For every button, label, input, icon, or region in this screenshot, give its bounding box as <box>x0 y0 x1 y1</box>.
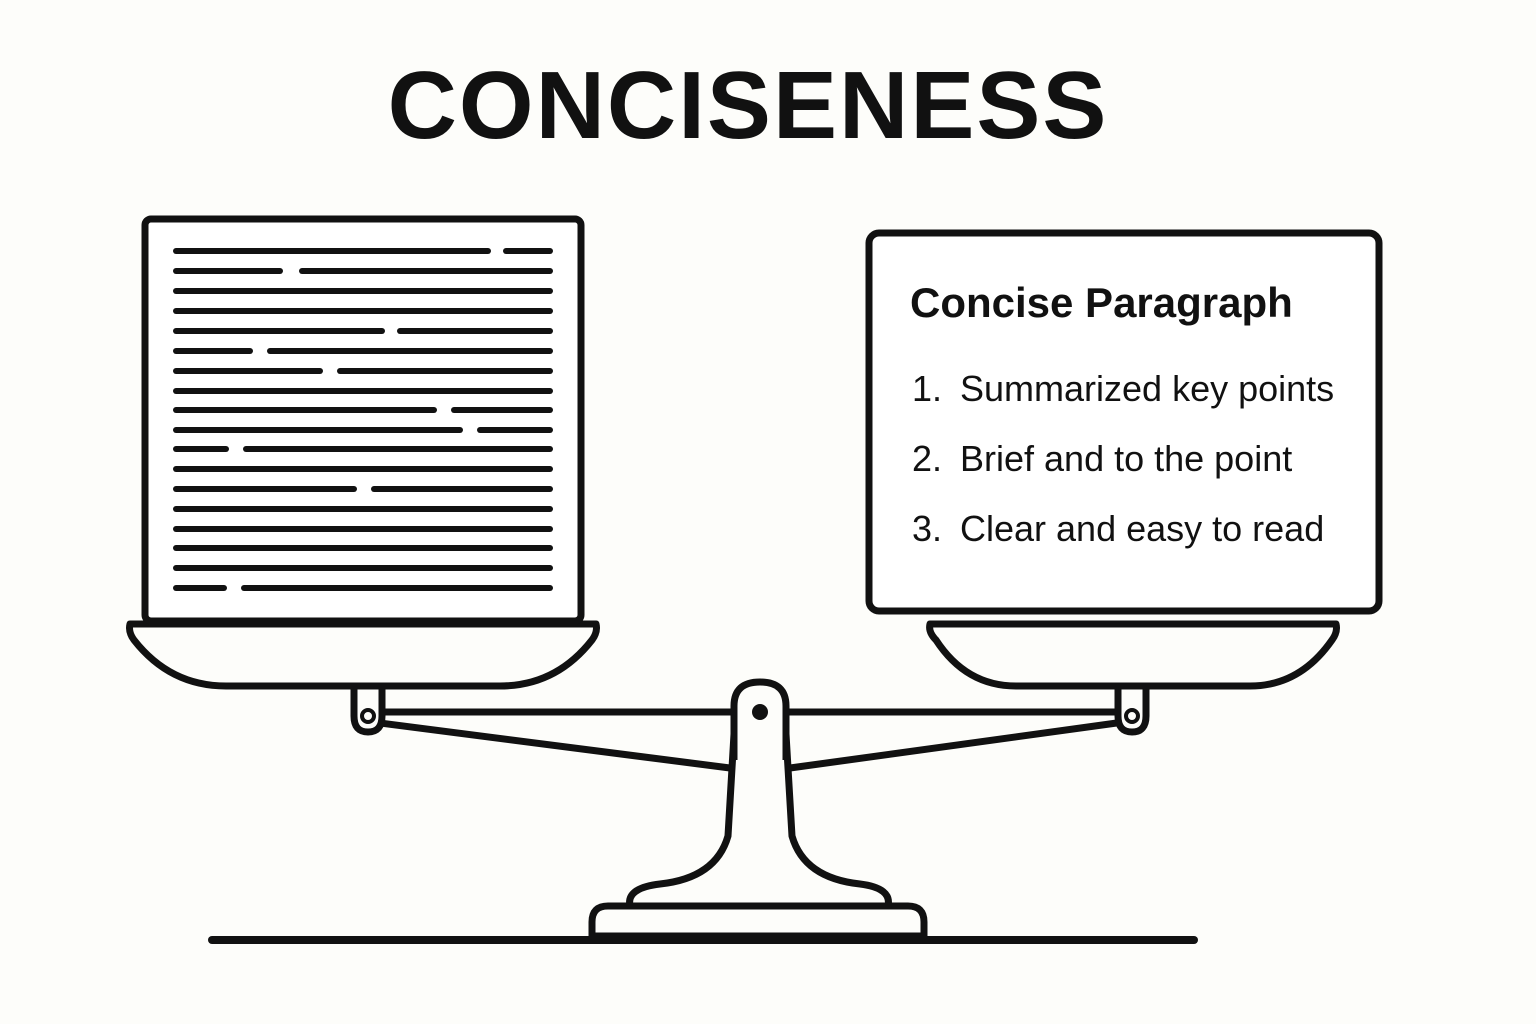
concise-points-list: 1. Summarized key points 2. Brief and to… <box>912 368 1376 578</box>
list-item-text: Summarized key points <box>960 368 1335 409</box>
text-lines-icon <box>141 215 585 625</box>
list-item-text: Brief and to the point <box>960 438 1293 479</box>
left-hanger-pin <box>360 708 376 724</box>
list-item: 2. Brief and to the point <box>912 438 1376 508</box>
list-item: 3. Clear and easy to read <box>912 508 1376 578</box>
pivot-pin <box>752 704 768 720</box>
list-item: 1. Summarized key points <box>912 368 1376 438</box>
scale-base <box>588 902 928 940</box>
list-item-number: 1. <box>912 368 943 409</box>
left-pan <box>126 620 600 690</box>
card-heading: Concise Paragraph <box>910 279 1293 326</box>
right-hanger-pin <box>1124 708 1140 724</box>
left-strut <box>371 718 731 772</box>
list-item-text: Clear and easy to read <box>960 508 1325 549</box>
right-pan <box>926 620 1340 690</box>
list-item-number: 2. <box>912 438 943 479</box>
concise-card <box>865 229 1383 615</box>
list-item-number: 3. <box>912 508 943 549</box>
page-title: CONCISENESS <box>387 52 1109 159</box>
right-strut <box>789 718 1125 772</box>
pivot-cap <box>730 678 790 760</box>
